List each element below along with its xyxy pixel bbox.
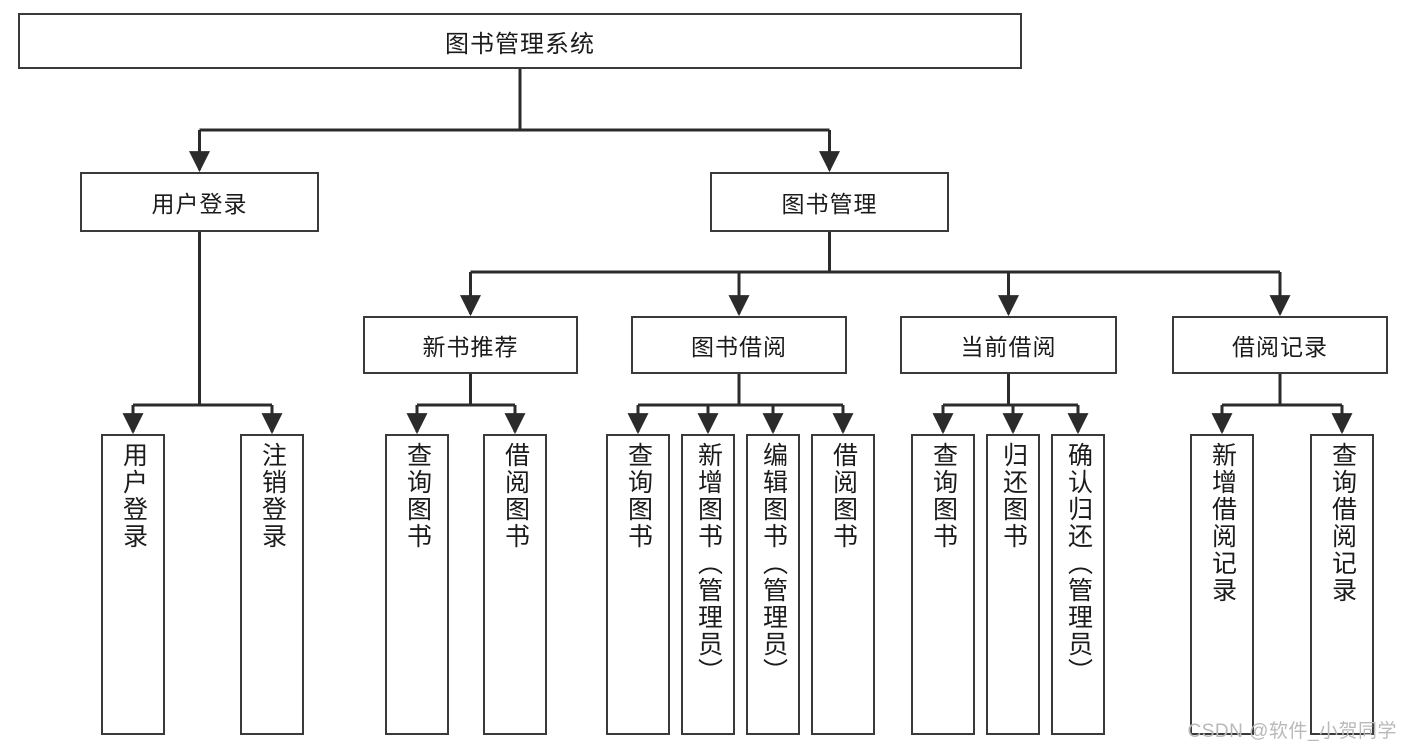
node-label: 借阅图书 (829, 442, 858, 550)
node-label: 查询图书 (624, 442, 653, 550)
node-book-borrow[interactable]: 图书借阅 (631, 316, 847, 374)
node-label: 借阅记录 (1232, 334, 1328, 360)
node-label: 图书借阅 (691, 334, 787, 360)
node-leaf-edit-book[interactable]: 编辑图书（管理员） (746, 434, 800, 735)
node-leaf-query-book-2[interactable]: 查询图书 (606, 434, 670, 735)
node-label: 新书推荐 (422, 334, 519, 360)
node-user-login[interactable]: 用户登录 (80, 172, 319, 232)
node-leaf-add-book[interactable]: 新增图书（管理员） (681, 434, 735, 735)
node-label: 确认归还（管理员） (1064, 442, 1093, 685)
node-label: 新增借阅记录 (1208, 442, 1237, 604)
node-new-book-recommend[interactable]: 新书推荐 (363, 316, 578, 374)
node-label: 注销登录 (258, 442, 287, 550)
node-leaf-add-record[interactable]: 新增借阅记录 (1190, 434, 1254, 735)
node-leaf-borrow-book-1[interactable]: 借阅图书 (483, 434, 547, 735)
node-label: 图书管理 (781, 191, 878, 217)
node-leaf-query-book-1[interactable]: 查询图书 (385, 434, 449, 735)
node-label: 查询图书 (929, 442, 958, 550)
node-label: 归还图书 (999, 442, 1028, 550)
node-label: 用户登录 (119, 442, 148, 550)
node-leaf-query-book-3[interactable]: 查询图书 (911, 434, 975, 735)
node-label: 当前借阅 (960, 334, 1057, 360)
node-label: 借阅图书 (501, 442, 530, 550)
node-leaf-return-book[interactable]: 归还图书 (986, 434, 1040, 735)
node-label: 图书管理系统 (445, 30, 595, 58)
node-label: 新增图书（管理员） (694, 442, 723, 685)
node-leaf-logout[interactable]: 注销登录 (240, 434, 304, 735)
node-root[interactable]: 图书管理系统 (18, 13, 1022, 69)
node-label: 查询借阅记录 (1328, 442, 1357, 604)
node-current-borrow[interactable]: 当前借阅 (900, 316, 1117, 374)
node-leaf-user-login[interactable]: 用户登录 (101, 434, 165, 735)
node-leaf-query-record[interactable]: 查询借阅记录 (1310, 434, 1374, 735)
node-label: 用户登录 (151, 191, 248, 217)
node-book-manage[interactable]: 图书管理 (710, 172, 949, 232)
csdn-watermark: CSDN @软件_小贺同学 (1187, 721, 1397, 742)
node-leaf-confirm-return[interactable]: 确认归还（管理员） (1051, 434, 1105, 735)
node-leaf-borrow-book-2[interactable]: 借阅图书 (811, 434, 875, 735)
node-borrow-record[interactable]: 借阅记录 (1172, 316, 1388, 374)
node-label: 编辑图书（管理员） (759, 442, 788, 685)
node-label: 查询图书 (403, 442, 432, 550)
